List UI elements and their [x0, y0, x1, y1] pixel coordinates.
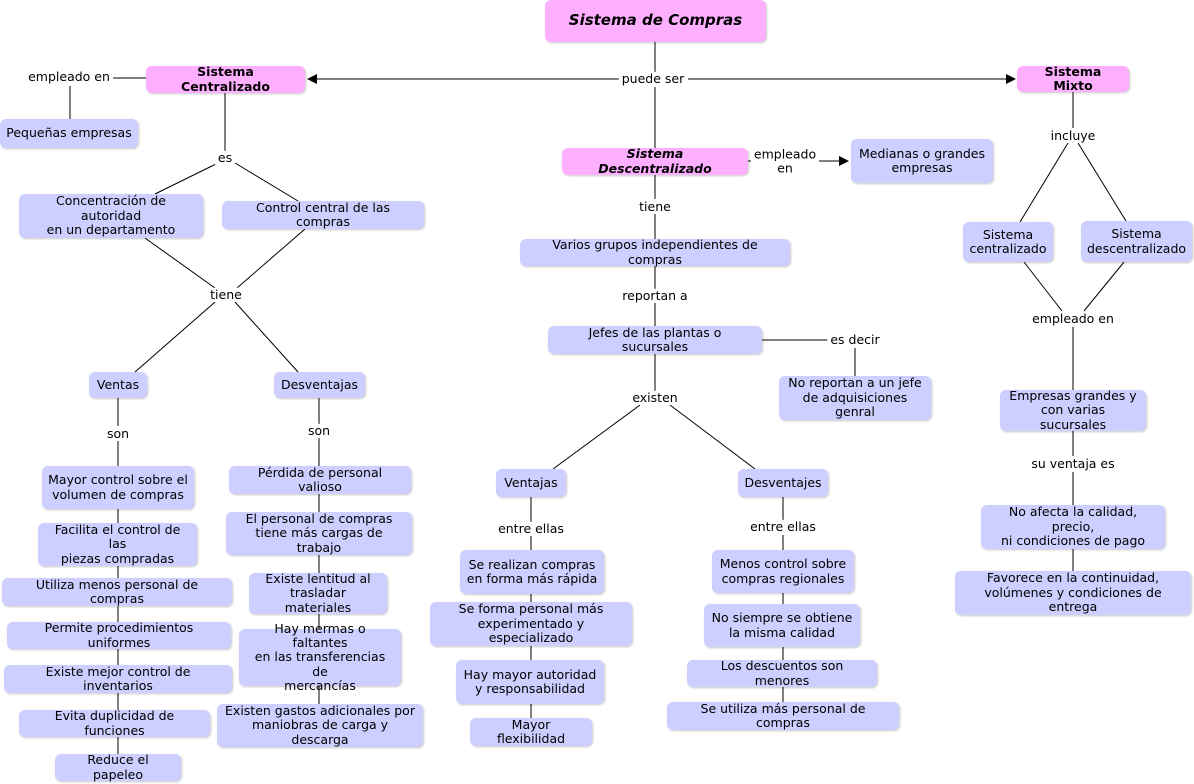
node-sistema-de-compras[interactable]: Sistema de Compras [545, 0, 766, 42]
node-concentracion-autoridad[interactable]: Concentración de autoridad en un departa… [19, 194, 203, 238]
node-ventaja-procedimientos[interactable]: Permite procedimientos uniformes [7, 620, 231, 649]
link-es: es [214, 150, 236, 166]
node-pequenas-empresas[interactable]: Pequeñas empresas [0, 119, 138, 148]
link-entre-ellas-desventajas: entre ellas [747, 519, 819, 535]
link-existen: existen [629, 390, 681, 406]
node-varios-grupos[interactable]: Varios grupos independientes de compras [520, 237, 790, 266]
edge-tiene-desventajas [234, 301, 299, 373]
node-ventaja-facilita-control[interactable]: Facilita el control de las piezas compra… [38, 522, 197, 566]
link-tiene-descentralizado: tiene [636, 199, 674, 215]
node-no-afecta-calidad[interactable]: No afecta la calidad, precio, ni condici… [981, 505, 1165, 549]
link-reportan-a: reportan a [619, 288, 691, 304]
edge-centralizado-empleado-m [1023, 261, 1063, 312]
link-es-decir: es decir [827, 332, 883, 348]
node-ventaja-inventarios[interactable]: Existe mejor control de inventarios [4, 664, 232, 693]
edge-existen-desventajas [669, 404, 756, 470]
node-dventaja-experimentado[interactable]: Se forma personal más experimentado y es… [430, 602, 632, 646]
edge-es-concentracion [154, 162, 219, 195]
edge-incluye-centralizado [1019, 142, 1069, 223]
link-son-desventajas: son [304, 423, 334, 439]
node-dventaja-flexibilidad[interactable]: Mayor flexibilidad [470, 717, 592, 746]
link-puede-ser: puede ser [618, 71, 688, 87]
node-no-reportan[interactable]: No reportan a un jefe de adquisiciones g… [779, 376, 931, 420]
node-desventaja-mermas[interactable]: Hay mermas o faltantes en las transferen… [239, 621, 401, 693]
node-desventajas-centralizado[interactable]: Desventajas [274, 372, 365, 398]
link-tiene-centralizado: tiene [207, 287, 245, 303]
node-ventaja-papeleo[interactable]: Reduce el papeleo [55, 752, 181, 781]
edge-concentracion-tiene [144, 237, 216, 289]
node-ventas-centralizado[interactable]: Ventas [89, 372, 147, 398]
node-empresas-grandes[interactable]: Empresas grandes y con varias sucursales [1000, 388, 1146, 431]
link-incluye: incluye [1047, 128, 1099, 144]
link-empleado-en-descentralizado: empleado en [750, 147, 820, 177]
node-ventaja-menos-personal[interactable]: Utiliza menos personal de compras [2, 577, 232, 606]
link-son-ventas: son [103, 426, 133, 442]
node-medianas-grandes[interactable]: Medianas o grandes empresas [851, 139, 993, 183]
node-mixto-centralizado[interactable]: Sistema centralizado [963, 222, 1053, 262]
node-desventaja-lentitud[interactable]: Existe lentitud al trasladar materiales [249, 571, 387, 614]
node-favorece-continuidad[interactable]: Favorece en la continuidad, volúmenes y … [955, 571, 1191, 615]
node-control-central[interactable]: Control central de las compras [222, 200, 424, 229]
node-dventaja-autoridad[interactable]: Hay mayor autoridad y responsabilidad [456, 660, 604, 704]
node-mixto-descentralizado[interactable]: Sistema descentralizado [1081, 221, 1192, 262]
edge-tiene-ventas [134, 301, 216, 373]
link-su-ventaja-es: su ventaja es [1028, 456, 1118, 472]
node-ventaja-duplicidad[interactable]: Evita duplicidad de funciones [19, 708, 210, 737]
node-desventajas-descentralizado[interactable]: Desventajes [738, 469, 828, 497]
link-entre-ellas-ventajas: entre ellas [495, 521, 567, 537]
edge-descentralizado-empleado-m [1083, 261, 1125, 312]
link-empleado-en-centralizado: empleado en [25, 69, 113, 85]
node-ddesventaja-menos-control[interactable]: Menos control sobre compras regionales [712, 550, 854, 593]
node-sistema-descentralizado[interactable]: Sistema Descentralizado [562, 146, 748, 175]
edge-existen-ventajas [552, 404, 641, 470]
node-ventaja-mayor-control[interactable]: Mayor control sobre el volumen de compra… [42, 466, 194, 509]
node-ventajas-descentralizado[interactable]: Ventajas [496, 469, 566, 497]
node-desventaja-gastos[interactable]: Existen gastos adicionales por maniobras… [217, 703, 423, 747]
node-ddesventaja-calidad[interactable]: No siempre se obtiene la misma calidad [704, 604, 860, 647]
node-dventaja-rapida[interactable]: Se realizan compras en forma más rápida [460, 550, 604, 594]
node-sistema-centralizado[interactable]: Sistema Centralizado [146, 64, 305, 93]
link-empleado-en-mixto: empleado en [1029, 311, 1117, 327]
node-sistema-mixto[interactable]: Sistema Mixto [1017, 64, 1129, 93]
node-desventaja-perdida[interactable]: Pérdida de personal valioso [229, 465, 411, 494]
edge-es-control [234, 162, 299, 202]
edge-incluye-descentralizado [1077, 142, 1127, 222]
node-jefes-plantas[interactable]: Jefes de las plantas o sucursales [548, 325, 762, 354]
edge-control-tiene [236, 228, 306, 289]
node-ddesventaja-personal[interactable]: Se utiliza más personal de compras [667, 701, 899, 730]
node-ddesventaja-descuentos[interactable]: Los descuentos son menores [687, 658, 877, 687]
node-desventaja-cargas[interactable]: El personal de compras tiene más cargas … [226, 511, 412, 555]
